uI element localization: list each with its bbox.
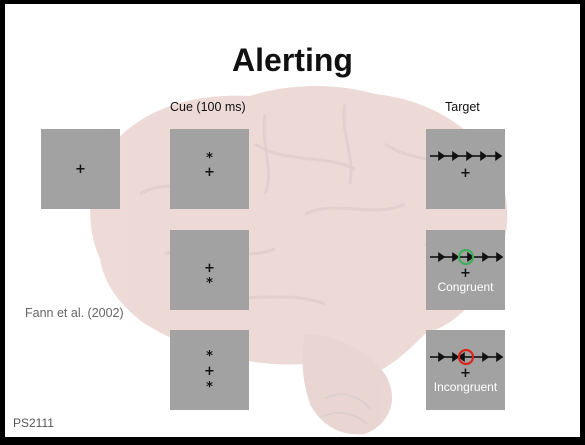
fixation-cross: + xyxy=(460,266,471,281)
cue-asterisk: * xyxy=(206,151,213,166)
cue-asterisk-top: * xyxy=(206,349,213,364)
cue-panel-center: + * xyxy=(170,230,249,310)
fixation-cross: + xyxy=(204,261,215,276)
fixation-cross: + xyxy=(460,366,471,381)
incongruent-arrows xyxy=(430,348,504,366)
citation: Fann et al. (2002) xyxy=(25,306,124,320)
incongruent-label: Incongruent xyxy=(433,380,498,394)
cue-asterisk: * xyxy=(206,276,213,291)
cue-asterisk-bottom: * xyxy=(206,380,213,395)
target-panel-incongruent: + Incongruent xyxy=(426,330,505,410)
congruent-label: Congruent xyxy=(437,280,494,294)
fixation-cross: + xyxy=(204,364,215,379)
congruent-arrows xyxy=(430,248,504,266)
flanker-arrows xyxy=(430,150,503,162)
cue-panel-spatial: * + xyxy=(170,129,249,209)
slide: Alerting Cue (100 ms) Target + * + + * *… xyxy=(5,4,580,437)
slide-title: Alerting xyxy=(232,42,353,78)
cue-header: Cue (100 ms) xyxy=(170,100,246,114)
fixation-cross: + xyxy=(75,162,86,177)
target-panel-arrows: + xyxy=(426,129,505,209)
target-panel-congruent: + Congruent xyxy=(426,230,505,310)
incongruent-highlight-ring xyxy=(457,348,475,366)
course-code: PS2111 xyxy=(13,416,54,430)
fixation-cross: + xyxy=(460,166,471,181)
congruent-highlight-ring xyxy=(457,248,475,266)
fixation-panel: + xyxy=(41,129,120,209)
cue-panel-double: * + * xyxy=(170,330,249,410)
fixation-cross: + xyxy=(204,165,215,180)
target-header: Target xyxy=(445,100,480,114)
